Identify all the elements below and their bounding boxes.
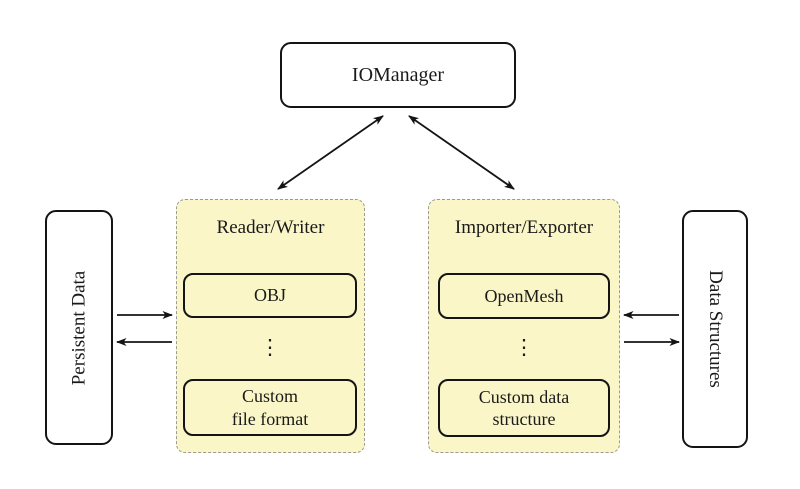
importer-exporter-panel-title: Importer/Exporter: [454, 217, 594, 238]
persistent-data-node: Persistent Data: [45, 210, 113, 445]
custom-file-format-node: Custom file format: [183, 379, 357, 436]
persistent-data-label: Persistent Data: [68, 270, 90, 385]
importer-exporter-panel: Importer/Exporter: [428, 199, 620, 453]
openmesh-node: OpenMesh: [438, 273, 610, 319]
arrow-iomanager-importerexporter: [408, 115, 515, 190]
iomanager-label: IOManager: [351, 63, 445, 86]
obj-node: OBJ: [183, 273, 357, 318]
custom-data-structure-node: Custom data structure: [438, 379, 610, 437]
arrow-iomanager-readerwriter: [277, 115, 384, 190]
data-structures-label: Data Structures: [705, 270, 726, 388]
reader-writer-panel: Reader/Writer: [176, 199, 365, 453]
openmesh-label: OpenMesh: [484, 285, 564, 306]
obj-label: OBJ: [253, 285, 286, 306]
data-structures-node: Data Structures: [682, 210, 748, 448]
importer-exporter-ellipsis: ⋮: [513, 335, 535, 359]
reader-writer-ellipsis: ⋮: [259, 335, 281, 359]
iomanager-node: IOManager: [280, 42, 516, 108]
reader-writer-panel-title: Reader/Writer: [216, 217, 325, 238]
custom-file-format-label: Custom file format: [231, 386, 309, 429]
custom-data-structure-label: Custom data structure: [478, 386, 570, 430]
